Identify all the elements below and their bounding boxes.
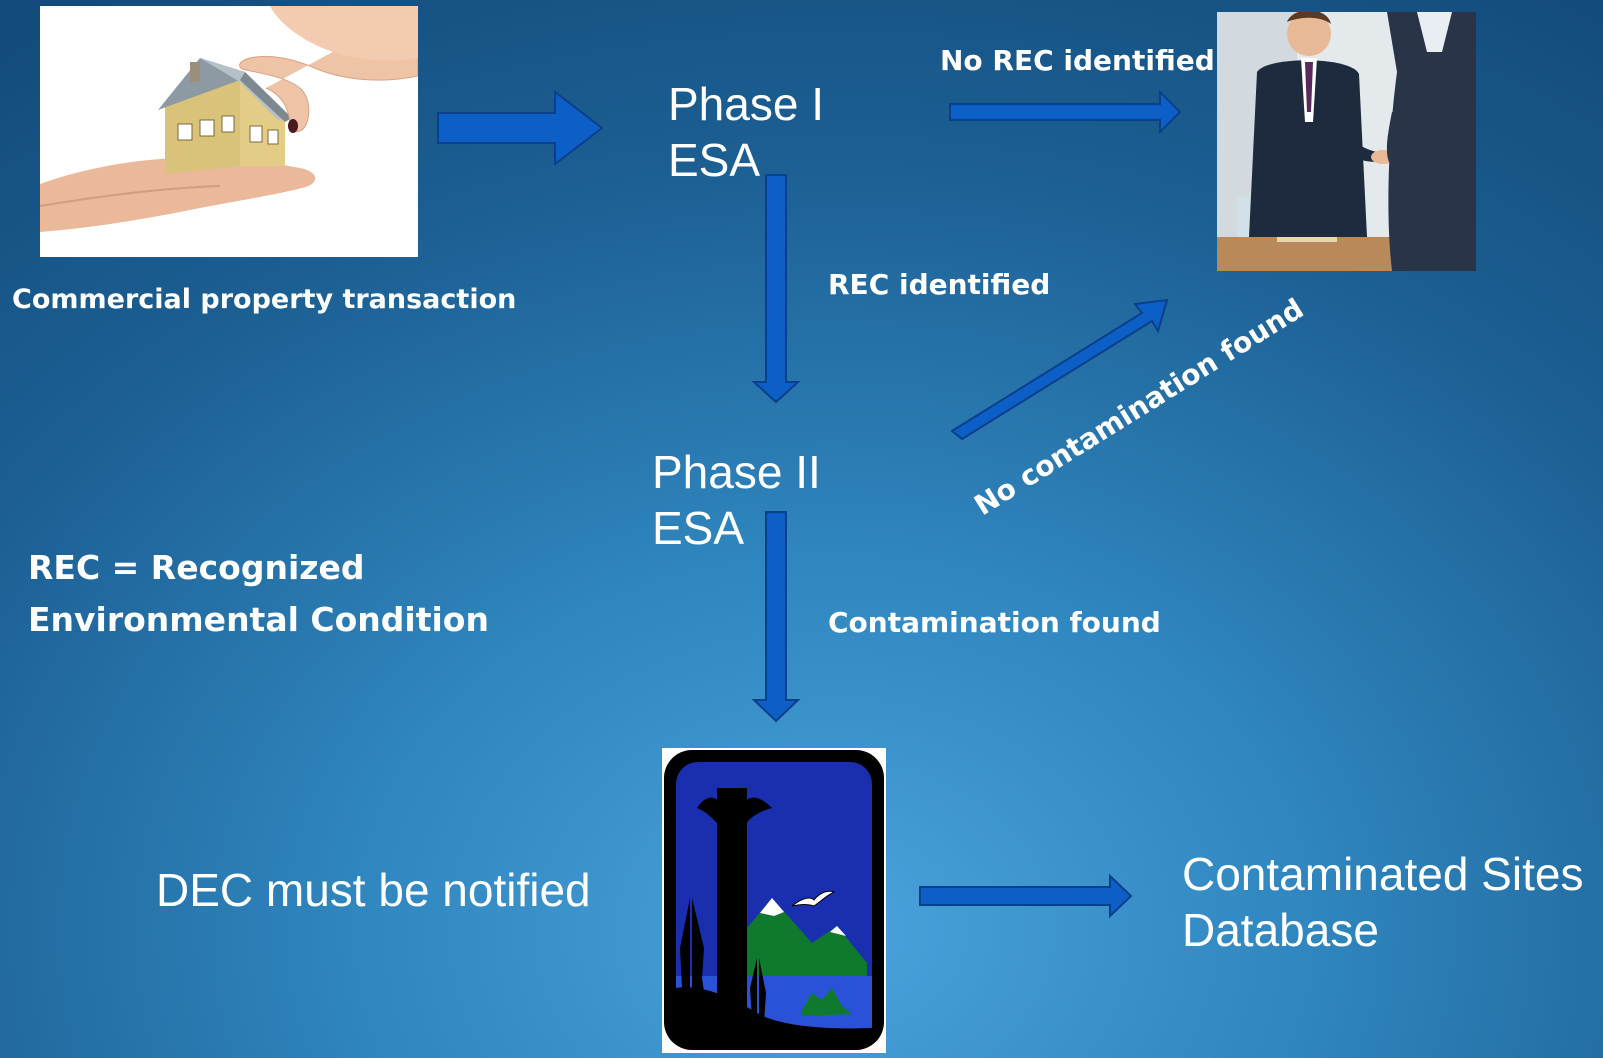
transaction-caption: Commercial property transaction: [12, 284, 517, 315]
arrow-dec-to-database: [919, 873, 1133, 919]
contamination-found-label: Contamination found: [828, 606, 1161, 639]
arrow-phase1-to-phase2: [751, 174, 801, 404]
rec-definition: REC = Recognized Environmental Condition: [28, 542, 489, 646]
dec-notified-label: DEC must be notified: [156, 864, 591, 916]
rec-identified-label: REC identified: [828, 268, 1051, 301]
database-line1: Contaminated Sites: [1182, 848, 1584, 900]
arrow-phase1-to-deal: [949, 89, 1182, 135]
business-handshake-image: [1217, 12, 1476, 271]
phase1-line1: Phase I: [668, 78, 824, 130]
phase2-label: Phase II ESA: [652, 444, 821, 556]
house-in-hand-image: [40, 6, 418, 257]
arrow-phase2-to-deal: [950, 298, 1169, 441]
phase1-line2: ESA: [668, 134, 761, 186]
database-label: Contaminated Sites Database: [1182, 846, 1583, 958]
phase1-label: Phase I ESA: [668, 76, 824, 188]
arrow-transaction-to-phase1: [437, 89, 604, 167]
rec-definition-line1: REC = Recognized: [28, 548, 365, 587]
no-rec-label: No REC identified: [940, 44, 1215, 77]
rec-definition-line2: Environmental Condition: [28, 600, 489, 639]
phase2-line2: ESA: [652, 502, 745, 554]
database-line2: Database: [1182, 904, 1379, 956]
arrow-phase2-to-dec: [751, 511, 801, 723]
phase2-line1: Phase II: [652, 446, 821, 498]
dec-logo: [662, 748, 886, 1053]
